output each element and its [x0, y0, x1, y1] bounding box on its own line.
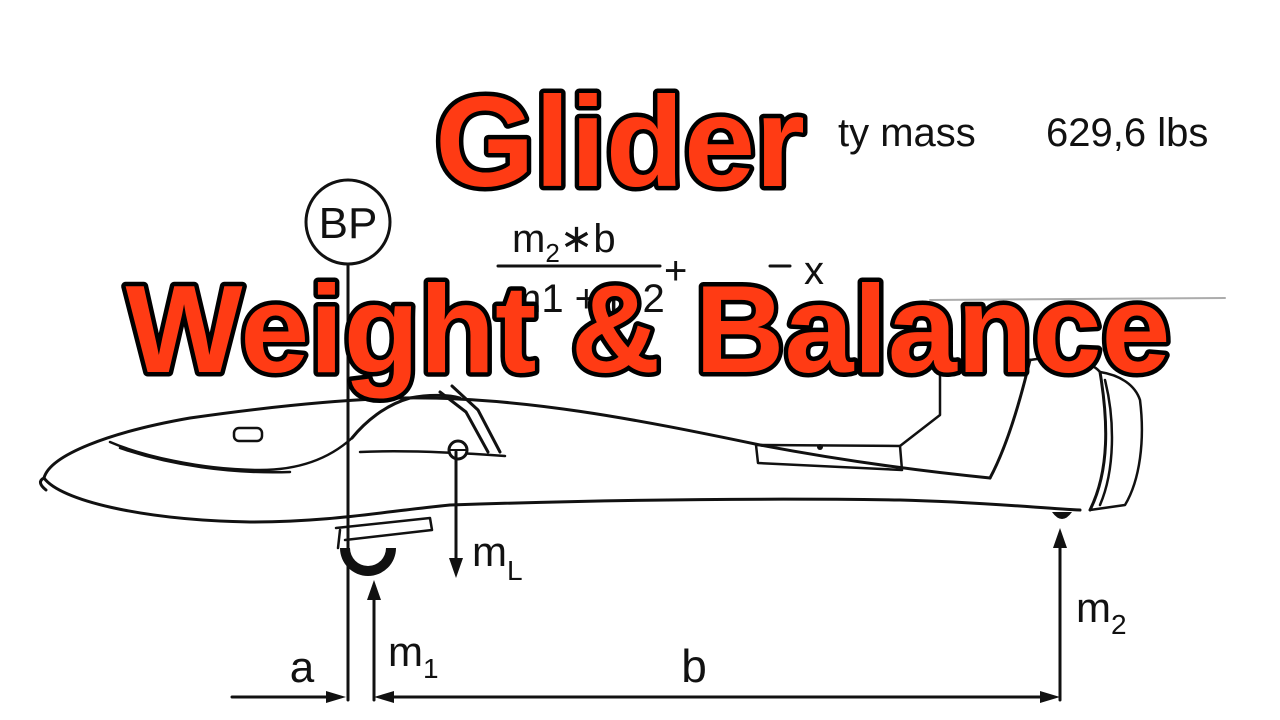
m1-arrow: m1 [367, 580, 439, 702]
empty-mass-label: ty mass [838, 111, 976, 155]
formula-numerator: m2∗b [512, 217, 616, 268]
title-overlay: Glider Weight & Balance [121, 67, 1175, 404]
formula-plus: + [664, 249, 687, 293]
bp-label: BP [319, 199, 378, 248]
formula-x: x [804, 249, 824, 293]
bp-datum: BP [304, 178, 392, 702]
glider-fuselage [39, 297, 1226, 576]
a-label: a [290, 643, 315, 692]
dimension-a: a [230, 643, 346, 703]
empty-mass-value: 629,6 lbs [1046, 111, 1208, 155]
dimension-b: b [374, 640, 1060, 703]
m2-label: m2 [1076, 584, 1127, 640]
mL-label: mL [472, 528, 523, 586]
title-line-2: Weight & Balance [125, 261, 1170, 399]
formula: m2∗b m1 + m2 + x [496, 217, 824, 321]
m2-arrow: m2 [1053, 528, 1127, 702]
b-label: b [681, 640, 707, 692]
title-line-1: Glider [435, 71, 805, 214]
m1-label: m1 [388, 628, 439, 684]
pilot-mass-arrow: mL [447, 439, 523, 586]
empty-mass-text: ty mass 629,6 lbs [838, 111, 1208, 155]
formula-denominator: m1 + m2 [508, 277, 665, 321]
